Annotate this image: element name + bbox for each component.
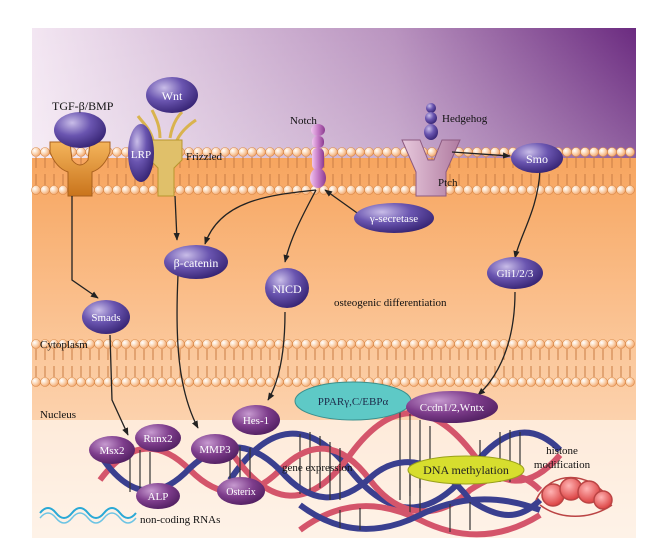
nicd-label: NICD bbox=[272, 282, 302, 296]
nicd-node: NICD bbox=[265, 268, 309, 308]
alp-label: ALP bbox=[148, 491, 169, 503]
extracellular-shade bbox=[32, 28, 636, 158]
hedgehog-label: Hedgehog bbox=[442, 113, 488, 125]
osterix-node: Osterix bbox=[217, 477, 265, 505]
noncoding-rna-wave-2 bbox=[39, 512, 137, 524]
osterix-label: Osterix bbox=[226, 487, 255, 498]
noncoding-rna-wave bbox=[39, 507, 137, 519]
beta-catenin-label: β-catenin bbox=[174, 256, 219, 270]
histone-modification-label-1: histone bbox=[546, 445, 578, 457]
ptch-label: Ptch bbox=[438, 177, 458, 189]
dna-methylation-label: DNA methylation bbox=[423, 463, 509, 477]
osteogenic-label: osteogenic differentiation bbox=[334, 297, 447, 309]
histone-nucleosome bbox=[535, 476, 613, 517]
lrp-label: LRP bbox=[131, 149, 151, 161]
dna-methylation-node: DNA methylation bbox=[407, 455, 525, 485]
smo-node: Smo bbox=[511, 143, 563, 173]
tgf-node bbox=[54, 112, 106, 148]
notch-label: Notch bbox=[290, 115, 317, 127]
notch-receptor bbox=[310, 124, 326, 188]
tgf-label: TGF-β/BMP bbox=[52, 99, 114, 113]
ppar-label: PPARγ,C/EBPα bbox=[318, 396, 389, 408]
gamma-secretase-label: γ-secretase bbox=[369, 213, 418, 225]
mmp3-node: MMP3 bbox=[191, 434, 239, 464]
msx2-label: Msx2 bbox=[99, 445, 124, 457]
nuclear-membrane bbox=[31, 339, 635, 387]
frizzled-label: Frizzled bbox=[186, 151, 223, 163]
gene-expression-label: gene expression bbox=[282, 462, 353, 474]
gamma-secretase-node: γ-secretase bbox=[354, 203, 434, 233]
histone-modification-label-2: modification bbox=[534, 459, 591, 471]
pathway-arrows bbox=[71, 151, 541, 436]
dna-helix-bottom bbox=[298, 496, 542, 538]
smo-label: Smo bbox=[526, 152, 548, 166]
msx2-node: Msx2 bbox=[89, 436, 135, 464]
beta-catenin-node: β-catenin bbox=[164, 245, 228, 279]
ptch-receptor bbox=[401, 139, 461, 197]
hes1-label: Hes-1 bbox=[243, 415, 269, 427]
wnt-label: Wnt bbox=[162, 89, 183, 103]
hes1-node: Hes-1 bbox=[232, 405, 280, 435]
ppar-node: PPARγ,C/EBPα bbox=[294, 381, 412, 421]
nucleus-label: Nucleus bbox=[40, 409, 76, 421]
ccdn-label: Ccdn1/2,Wntx bbox=[420, 402, 485, 414]
cytoplasm-label: Cytoplasm bbox=[40, 339, 88, 351]
lrp-node: LRP bbox=[128, 124, 154, 182]
ccdn-node: Ccdn1/2,Wntx bbox=[406, 391, 498, 423]
hedgehog-ligand bbox=[424, 103, 438, 140]
smads-node: Smads bbox=[82, 300, 130, 334]
mmp3-label: MMP3 bbox=[199, 444, 231, 456]
noncoding-rnas-label: non-coding RNAs bbox=[140, 514, 220, 526]
tgf-receptor bbox=[49, 141, 111, 197]
gli-node: Gli1/2/3 bbox=[487, 257, 543, 289]
smads-label: Smads bbox=[91, 312, 120, 324]
alp-node: ALP bbox=[136, 483, 180, 509]
wnt-node: Wnt bbox=[146, 77, 198, 113]
runx2-node: Runx2 bbox=[135, 424, 181, 452]
gli-label: Gli1/2/3 bbox=[497, 268, 534, 280]
runx2-label: Runx2 bbox=[143, 433, 172, 445]
